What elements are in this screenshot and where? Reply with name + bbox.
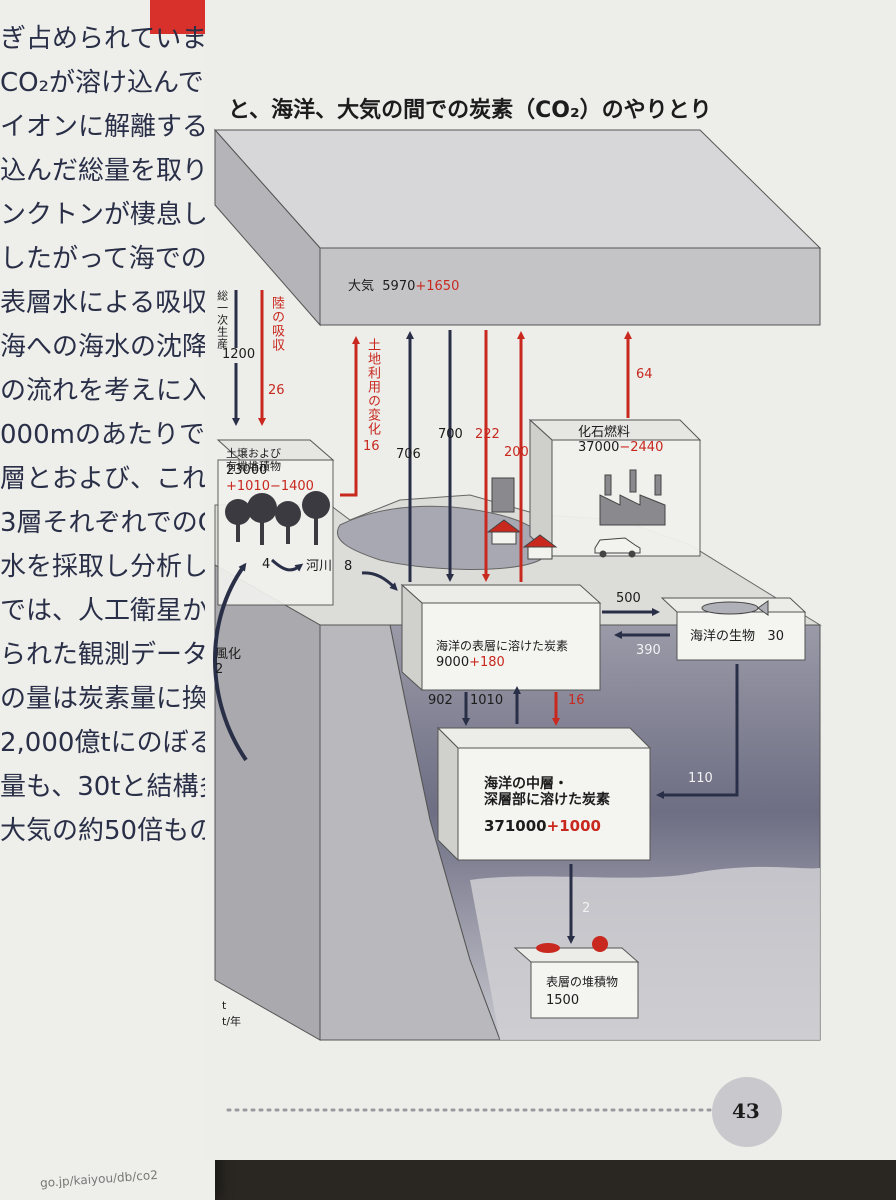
deep-ocean-box-front bbox=[457, 747, 651, 861]
left-page: ぎ占められていま CO₂が溶け込んでいま イオンに解離するため 込んだ総量を取り… bbox=[0, 0, 215, 1200]
flow-arrow-soil-to-river bbox=[270, 558, 304, 572]
anthro-release-value: 200 bbox=[504, 445, 529, 460]
soil-value: 23000 bbox=[226, 463, 268, 478]
sediment-box-top bbox=[513, 947, 640, 963]
flow-arrow-land-use bbox=[340, 336, 360, 497]
river-label: 河川 bbox=[306, 559, 333, 574]
figure-title: と、海洋、大気の間での炭素（CO₂）のやりとり bbox=[228, 98, 712, 123]
left-page-line: の量は炭素量に換算 bbox=[0, 684, 215, 714]
left-page-line: 大気の約50倍もの bbox=[0, 816, 215, 846]
factory-icon bbox=[599, 469, 666, 526]
to-sediment-value: 2 bbox=[582, 901, 591, 916]
left-page-line: 量も、30tと結構多量 bbox=[0, 772, 215, 802]
lake bbox=[337, 505, 549, 570]
gpp-label: 総一次生産 bbox=[215, 290, 229, 350]
fossil-label: 化石燃料 bbox=[578, 425, 631, 440]
flow-arrow-river-to-ocean bbox=[361, 571, 398, 591]
deep-ocean-label: 海洋の中層・ 深層部に溶けた炭素 bbox=[484, 776, 610, 809]
flow-arrow-life-to-deep bbox=[656, 664, 739, 799]
up-mixing-value: 1010 bbox=[470, 693, 504, 708]
down-mixing-value: 902 bbox=[428, 693, 453, 708]
fossil-value-line: 37000−2440 bbox=[578, 440, 664, 455]
deep-ocean-box-side bbox=[437, 726, 459, 862]
atmosphere-slab-side bbox=[214, 128, 321, 327]
anthro-down-value: 16 bbox=[568, 693, 585, 708]
stock-unit: t bbox=[222, 999, 227, 1012]
land-section bbox=[319, 624, 501, 1041]
left-page-line: の流れを考えに入れ bbox=[0, 376, 215, 406]
page-number-badge bbox=[712, 1077, 782, 1147]
left-page-line: 込んだ総量を取り扱い bbox=[0, 156, 215, 186]
left-page-line: したがって海での bbox=[0, 244, 207, 274]
page-number: 43 bbox=[732, 1099, 760, 1123]
atmosphere-slab-top bbox=[213, 129, 822, 249]
left-page-line: 層とおよび、これより bbox=[0, 464, 215, 494]
building-icon bbox=[491, 477, 515, 513]
from-marine-life-value: 390 bbox=[636, 643, 661, 658]
sediment-label: 表層の堆積物 bbox=[546, 975, 619, 989]
left-page-line: 3層それぞれでのCO bbox=[0, 508, 215, 538]
atmosphere-label: 大気 5970+1650 bbox=[348, 279, 460, 294]
soil-delta: +1010−1400 bbox=[226, 479, 314, 494]
left-page-line: ぎ占められていま bbox=[0, 24, 208, 54]
left-page-line: 000mのあたりで bbox=[0, 420, 205, 450]
left-page-line: 2,000億tにのぼる bbox=[0, 728, 215, 758]
surface-ocean-box-side bbox=[401, 583, 423, 692]
deep-ocean-box-top bbox=[436, 727, 652, 749]
left-page-line: イオンに解離するため bbox=[0, 112, 215, 142]
crab-icon bbox=[536, 936, 608, 953]
land-use-label: 土地利用の変化 bbox=[364, 338, 380, 436]
fish-icon bbox=[701, 600, 769, 616]
land-use-value: 16 bbox=[363, 439, 380, 454]
left-page-line: 海への海水の沈降な bbox=[0, 332, 215, 362]
gpp-value: 1200 bbox=[222, 347, 256, 363]
soil-to-river-value: 4 bbox=[262, 557, 271, 572]
ocean-uptake-value: 700 bbox=[438, 427, 463, 442]
ocean-release-value: 706 bbox=[396, 447, 421, 462]
fossil-emission-value: 64 bbox=[636, 367, 653, 382]
tree-icon bbox=[225, 491, 330, 545]
soil-label: 土壌および 有機堆積物 bbox=[226, 447, 281, 473]
left-page-line: CO₂が溶け込んでいま bbox=[0, 68, 215, 98]
sediment-box-front bbox=[530, 961, 639, 1019]
marine-life-label: 海洋の生物 30 bbox=[690, 629, 784, 644]
surface-ocean-value-line: 9000+180 bbox=[436, 655, 505, 670]
life-to-deep-value: 110 bbox=[688, 771, 713, 786]
sediment-value: 1500 bbox=[546, 993, 580, 1008]
left-page-red-tab bbox=[150, 0, 215, 34]
surface-ocean-label: 海洋の表層に溶けた炭素 bbox=[436, 639, 569, 653]
deep-ocean-value-line: 371000+1000 bbox=[484, 817, 601, 835]
land-sink-value: 26 bbox=[268, 383, 285, 398]
land-sink-label: 陸の吸収 bbox=[268, 296, 284, 352]
left-page-line: 表層水による吸収、 bbox=[0, 288, 215, 318]
car-icon bbox=[594, 537, 641, 558]
to-marine-life-value: 500 bbox=[616, 591, 641, 606]
flow-arrow-weathering bbox=[213, 562, 248, 762]
anthro-uptake-value: 222 bbox=[475, 427, 500, 442]
river-to-ocean-value: 8 bbox=[344, 559, 353, 574]
marine-life-box-front bbox=[676, 611, 806, 661]
left-page-line: では、人工衛星からの bbox=[0, 596, 215, 626]
block-left-face bbox=[214, 564, 321, 1041]
house-icon bbox=[486, 519, 558, 560]
left-page-line: ンクトンが棲息し、そ bbox=[0, 200, 215, 230]
left-page-line: られた観測データに bbox=[0, 640, 215, 670]
flux-unit: t/年 bbox=[222, 1015, 242, 1028]
left-page-line: 水を採取し分析して bbox=[0, 552, 215, 582]
surface-ocean-box-front bbox=[421, 602, 601, 691]
surface-ocean-box-top bbox=[400, 584, 602, 604]
